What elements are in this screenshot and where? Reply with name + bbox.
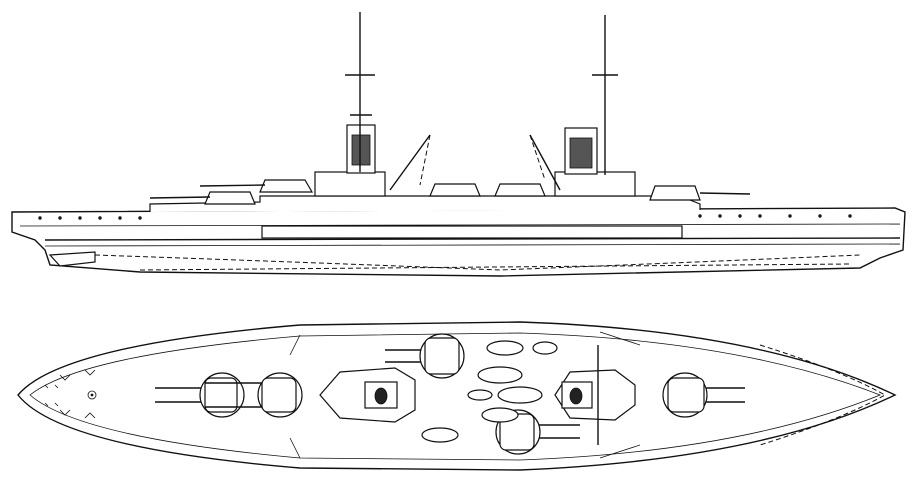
plan-view [17,321,897,471]
turret-plan-1 [155,372,245,418]
turret-plan-5 [662,372,745,418]
turret-side-4 [494,183,546,197]
crane-aft [529,134,561,191]
turret-side-1 [204,191,256,205]
turret-side-5 [649,185,701,201]
turret-side-3 [429,183,481,197]
turret-plan-3 [385,333,465,379]
turret-side-2 [259,179,314,193]
crane-fore [389,134,431,191]
armor-belt [261,225,683,239]
hull-profile [11,207,906,277]
turret-plan-2 [205,372,303,418]
hull-plan [17,321,897,471]
bridge-fore [314,171,386,197]
anchor-fittings [44,369,97,419]
side-profile-view [11,12,906,277]
propeller [48,251,96,267]
boats [421,340,558,443]
bridge-aft [554,171,636,197]
portholes [38,214,852,220]
